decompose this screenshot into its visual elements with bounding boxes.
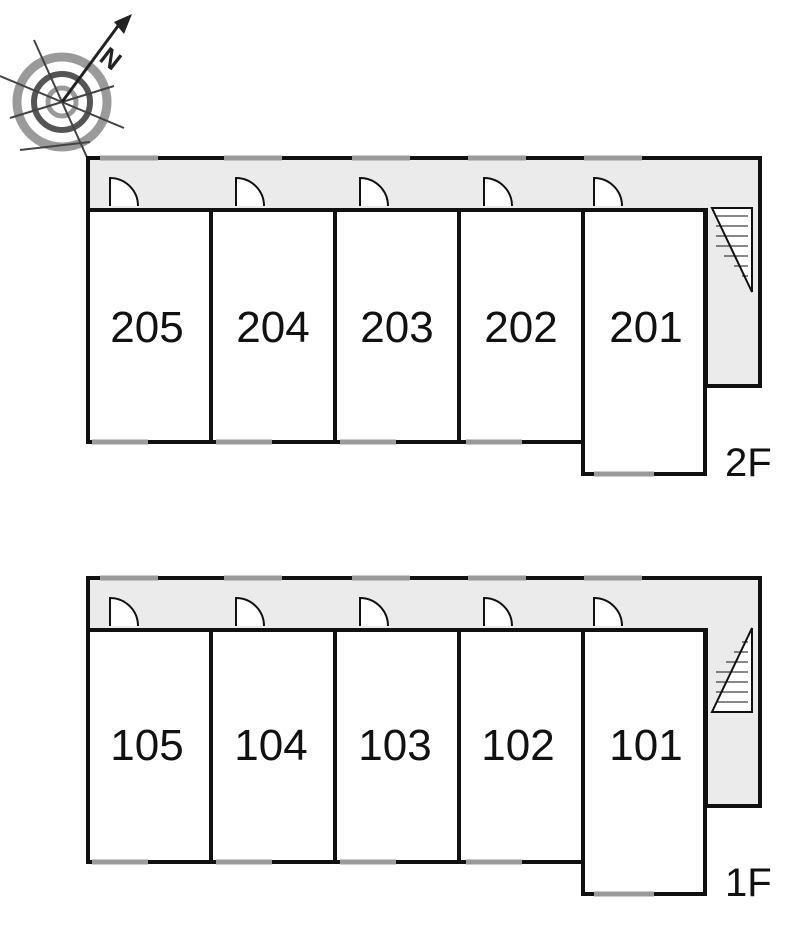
room-label-203: 203: [360, 303, 433, 352]
compass-icon: N: [0, 14, 132, 165]
room-label-205: 205: [110, 303, 183, 352]
room-202: [457, 208, 585, 444]
room-205: [86, 208, 213, 444]
room-label-102: 102: [481, 721, 554, 770]
doors: [109, 596, 623, 627]
room-203: [333, 208, 461, 444]
floor-label-2f: 2F: [725, 441, 772, 485]
room-204: [209, 208, 337, 444]
room-label-103: 103: [358, 721, 431, 770]
doors: [109, 176, 623, 207]
room-101: [581, 628, 707, 896]
room-label-204: 204: [236, 303, 309, 352]
floor-1f: 105 104 103 102 101 1F: [86, 575, 772, 905]
room-label-104: 104: [234, 721, 307, 770]
stairs-icon: [710, 627, 753, 713]
windows: [92, 155, 654, 477]
floor-2f: 205 204 203 202 201 2F: [86, 155, 772, 485]
room-label-105: 105: [110, 721, 183, 770]
windows: [92, 575, 654, 897]
room-label-202: 202: [484, 303, 557, 352]
stairs-icon: [710, 207, 753, 293]
floor-label-1f: 1F: [725, 861, 772, 905]
room-label-201: 201: [609, 303, 682, 352]
room-102: [457, 628, 585, 864]
room-label-101: 101: [609, 721, 682, 770]
